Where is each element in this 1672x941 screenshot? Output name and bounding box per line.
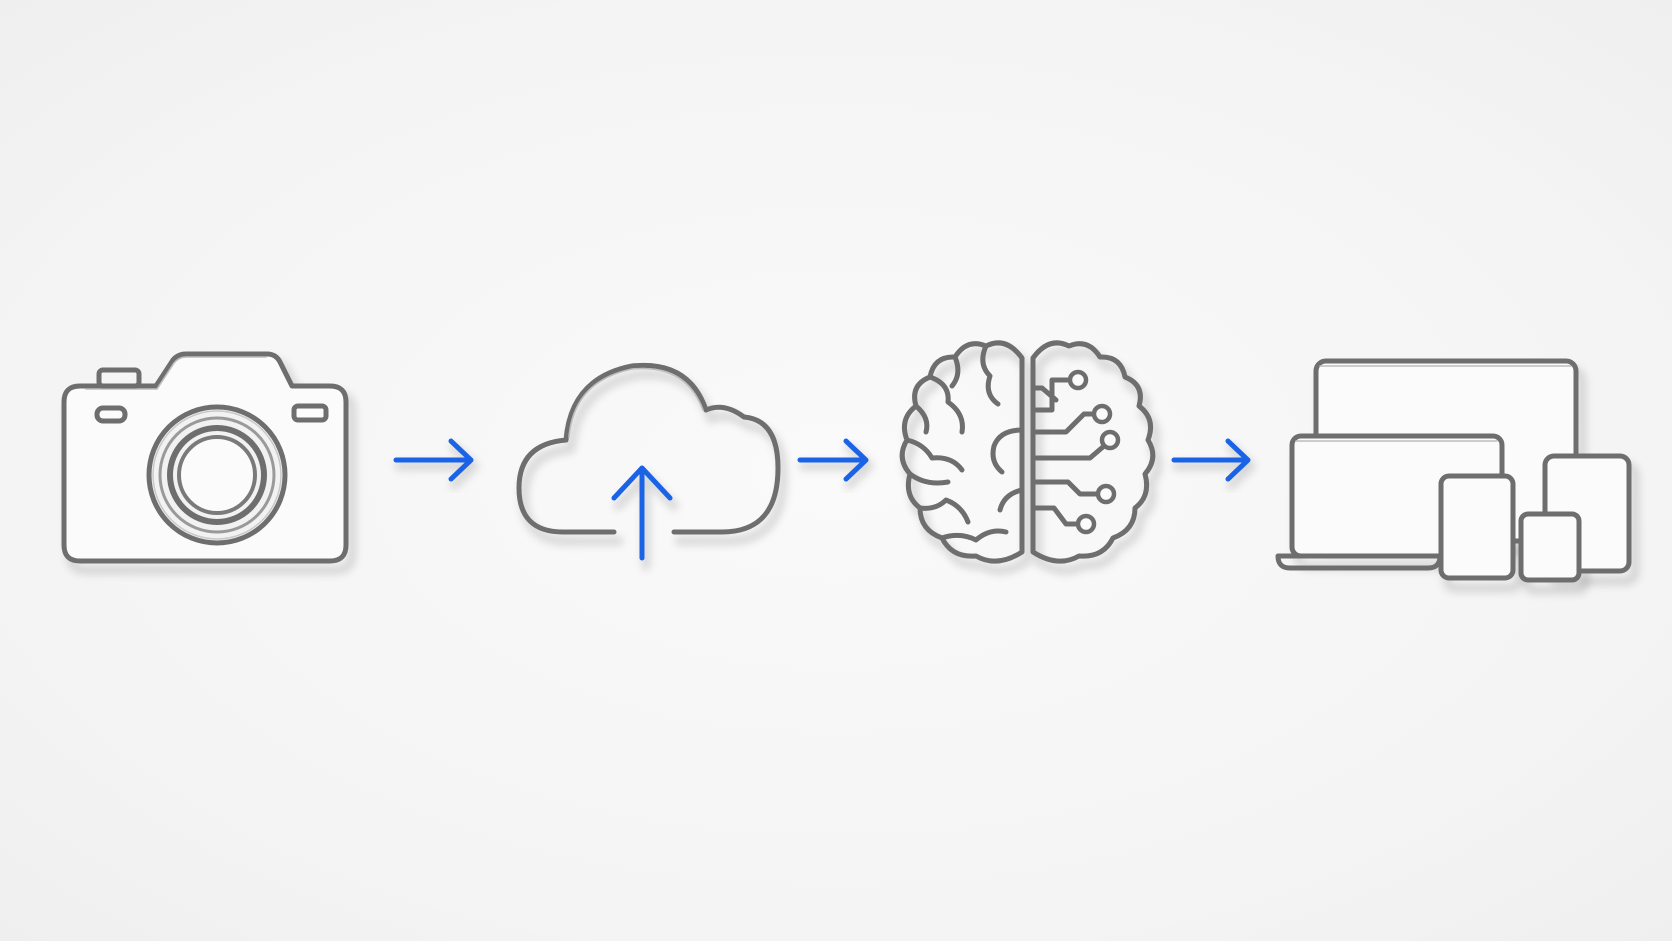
- arrow-right-icon: [797, 438, 874, 490]
- cloud-upload-icon: [516, 362, 788, 571]
- camera-icon: [61, 351, 357, 575]
- multi-device-icon: [1275, 358, 1640, 595]
- arrow-right-icon: [393, 438, 479, 490]
- ai-brain-icon: [899, 340, 1163, 575]
- arrow-right-icon: [1171, 438, 1256, 490]
- upload-arrow-icon: [611, 465, 679, 571]
- phone-icon: [1438, 473, 1516, 581]
- small-phone-icon: [1518, 511, 1582, 583]
